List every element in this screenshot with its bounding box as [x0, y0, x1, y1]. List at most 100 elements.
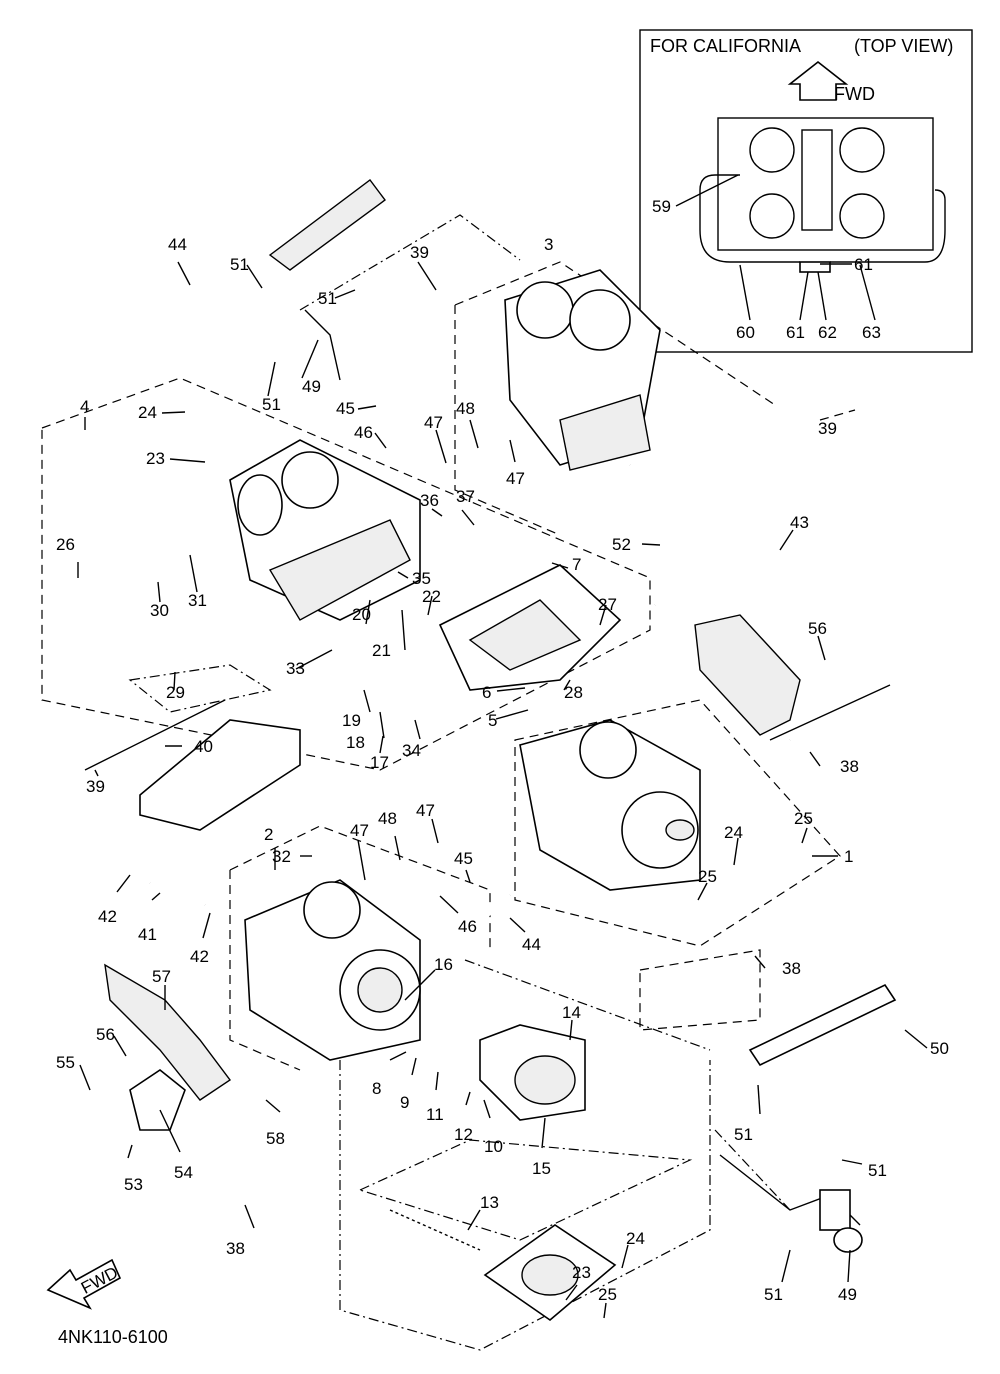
- rod-39-lower: [84, 699, 226, 771]
- callout-9: 9: [400, 1093, 409, 1112]
- callout-17: 17: [370, 753, 389, 772]
- callout-32: 32: [272, 847, 291, 866]
- callout-60: 60: [736, 323, 755, 342]
- callout-46: 46: [458, 917, 477, 936]
- throttle-sensor-54: [129, 1069, 186, 1131]
- callout-25: 25: [598, 1285, 617, 1304]
- hose-43: [653, 502, 853, 742]
- callout-15: 15: [532, 1159, 551, 1178]
- callout-49: 49: [838, 1285, 857, 1304]
- inset-title: FOR CALIFORNIA: [650, 36, 801, 56]
- callout-numbers: 44 51 51 39 3 51 49 4 24 45 46 47 48 47 …: [56, 235, 949, 1304]
- callout-42: 42: [98, 907, 117, 926]
- plate-40: [139, 719, 301, 831]
- callout-47: 47: [416, 801, 435, 820]
- callout-39: 39: [410, 243, 429, 262]
- callout-43: 43: [790, 513, 809, 532]
- callout-12: 12: [454, 1125, 473, 1144]
- fwd-arrow-label: FWD: [834, 84, 875, 104]
- callout-59: 59: [652, 197, 671, 216]
- callout-38: 38: [782, 959, 801, 978]
- callout-24: 24: [626, 1229, 645, 1248]
- inset-view-label: (TOP VIEW): [854, 36, 953, 56]
- callout-45: 45: [336, 399, 355, 418]
- callout-36: 36: [420, 491, 439, 510]
- callout-23: 23: [146, 449, 165, 468]
- carburetor-assembly-4: [229, 439, 421, 621]
- diaphragm-cover: [483, 1224, 617, 1322]
- callout-13: 13: [480, 1193, 499, 1212]
- carburetor-assembly-2: [244, 879, 421, 1061]
- throttle-stop-49-lower: [719, 1154, 863, 1253]
- callout-28: 28: [564, 683, 583, 702]
- callout-11: 11: [426, 1105, 444, 1124]
- callout-2: 2: [264, 825, 273, 844]
- bracket-56-upper: [694, 614, 801, 736]
- callout-48: 48: [456, 399, 475, 418]
- callout-6: 6: [482, 683, 491, 702]
- callout-3: 3: [544, 235, 553, 254]
- callout-39: 39: [818, 419, 837, 438]
- carburetor-assembly-3: [504, 269, 661, 471]
- hose-52: [627, 463, 663, 700]
- catalog-code: 4NK110-6100: [58, 1327, 168, 1347]
- callout-46: 46: [354, 423, 373, 442]
- callout-47: 47: [424, 413, 443, 432]
- callout-51: 51: [734, 1125, 753, 1144]
- fwd-stamp: FWD: [46, 1258, 122, 1310]
- linkage-50: [748, 983, 897, 1067]
- callout-23: 23: [572, 1263, 591, 1282]
- callout-51: 51: [868, 1161, 887, 1180]
- float-chamber: [438, 564, 622, 691]
- callout-25: 25: [698, 867, 717, 886]
- callout-49: 49: [302, 377, 321, 396]
- callout-14: 14: [562, 1003, 581, 1022]
- carburetor-assembly-1: [519, 719, 701, 891]
- callout-24: 24: [138, 403, 157, 422]
- callout-45: 45: [454, 849, 473, 868]
- fwd-arrow-icon: [787, 60, 849, 101]
- callout-62: 62: [818, 323, 837, 342]
- callout-54: 54: [174, 1163, 193, 1182]
- callout-44: 44: [168, 235, 187, 254]
- callout-51: 51: [318, 289, 337, 308]
- callout-63: 63: [862, 323, 881, 342]
- callout-31: 31: [188, 591, 207, 610]
- fwd-direction-icon: [46, 1258, 122, 1310]
- callout-51: 51: [764, 1285, 783, 1304]
- rod-38: [769, 684, 891, 741]
- callout-38: 38: [840, 757, 859, 776]
- callout-7: 7: [572, 555, 581, 574]
- callout-41: 41: [138, 925, 157, 944]
- callout-47: 47: [350, 821, 369, 840]
- callout-25: 25: [794, 809, 813, 828]
- bracket-57: [104, 963, 232, 1101]
- callout-61: 61: [786, 323, 805, 342]
- callout-37: 37: [456, 487, 475, 506]
- callout-18: 18: [346, 733, 365, 752]
- callout-8: 8: [372, 1079, 381, 1098]
- callout-29: 29: [166, 683, 185, 702]
- callout-26: 26: [56, 535, 75, 554]
- callout-56: 56: [96, 1025, 115, 1044]
- callout-27: 27: [598, 595, 617, 614]
- callout-56: 56: [808, 619, 827, 638]
- assembly-boundaries: [41, 214, 856, 1351]
- callout-47: 47: [506, 469, 525, 488]
- callout-16: 16: [434, 955, 453, 974]
- callout-22: 22: [422, 587, 441, 606]
- leader-lines: [77, 261, 928, 1319]
- hose-44-lower: [462, 891, 513, 934]
- california-inset: FOR CALIFORNIA (TOP VIEW) FWD 59 61 60 6…: [639, 29, 973, 353]
- callout-30: 30: [150, 601, 169, 620]
- callout-10: 10: [484, 1137, 503, 1156]
- callout-52: 52: [612, 535, 631, 554]
- callout-24: 24: [724, 823, 743, 842]
- callout-53: 53: [124, 1175, 143, 1194]
- callout-40: 40: [194, 737, 213, 756]
- callout-38: 38: [226, 1239, 245, 1258]
- callout-50: 50: [930, 1039, 949, 1058]
- callout-33: 33: [286, 659, 305, 678]
